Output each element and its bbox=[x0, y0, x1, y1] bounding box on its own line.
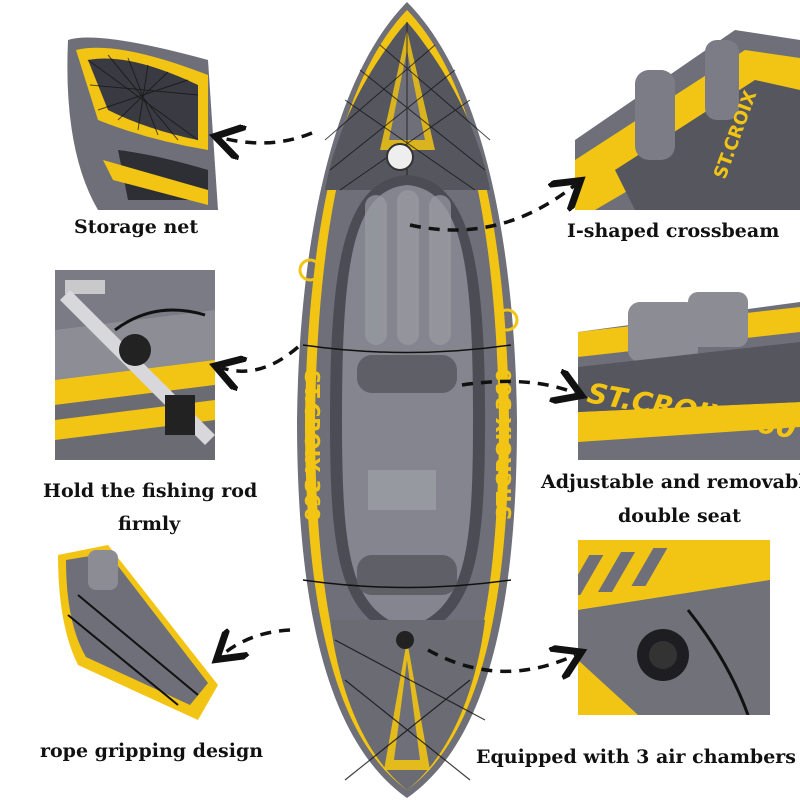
kayak-main-photo: ST.CROIX 360 ST.CROIX 360 bbox=[285, 0, 530, 800]
storage-net-photo bbox=[58, 30, 218, 210]
seat-caption-line2: double seat bbox=[618, 505, 741, 527]
arrow-rope bbox=[222, 630, 291, 655]
double-seat-photo: ST.CROIX 360 bbox=[578, 292, 800, 460]
kayak-right-model-text: ST.CROIX 360 bbox=[492, 369, 516, 520]
air-chambers-caption: Equipped with 3 air chambers bbox=[476, 746, 797, 768]
air-chambers-photo bbox=[578, 540, 770, 715]
kayak-left-model-text: ST.CROIX 360 bbox=[300, 370, 324, 521]
fishing-rod-caption-line1: Hold the fishing rod bbox=[43, 480, 258, 502]
rope-gripping-photo bbox=[58, 545, 218, 720]
rope-caption: rope gripping design bbox=[40, 740, 264, 762]
crossbeam-photo: ST.CROIX bbox=[575, 20, 800, 210]
fishing-rod-photo bbox=[55, 270, 215, 460]
crossbeam-caption: I-shaped crossbeam bbox=[567, 220, 780, 242]
seat-caption-line1: Adjustable and removable bbox=[541, 471, 800, 493]
fishing-rod-caption-line2: firmly bbox=[118, 513, 181, 535]
storage-net-caption: Storage net bbox=[74, 216, 199, 238]
